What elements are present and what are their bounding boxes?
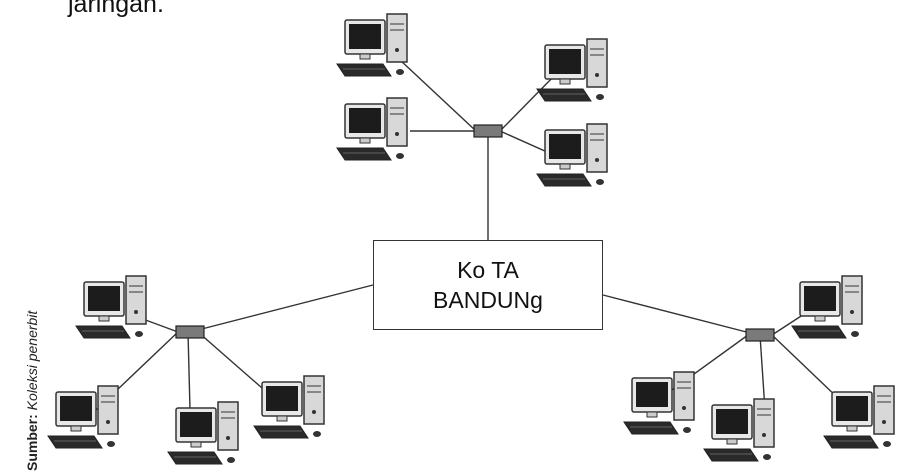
link-right-pc3 <box>759 334 766 411</box>
desktop-computer-icon <box>47 385 119 449</box>
desktop-computer-icon <box>167 401 239 465</box>
desktop-computer-icon <box>336 13 408 77</box>
desktop-computer-icon <box>791 275 863 339</box>
city-node-line2: BANDUNg <box>433 287 543 313</box>
connection-lines <box>95 59 841 411</box>
link-top-pc2 <box>499 69 561 132</box>
desktop-computer-icon <box>536 38 608 102</box>
desktop-computer-icon <box>623 371 695 435</box>
link-right-pc4 <box>771 334 841 401</box>
link-left-pc3 <box>187 331 191 411</box>
network-hub-icon <box>473 124 503 138</box>
link-top-pc1 <box>399 59 477 132</box>
desktop-computer-icon <box>536 123 608 187</box>
top-caption: jaringan. <box>68 0 164 18</box>
source-credit: Sumber: Koleksi penerbit <box>24 311 40 471</box>
link-center-right-hub <box>602 294 759 336</box>
desktop-computer-icon <box>336 97 408 161</box>
desktop-computer-icon <box>253 375 325 439</box>
desktop-computer-icon <box>703 398 775 462</box>
link-left-pc4 <box>197 331 271 396</box>
network-hub-icon <box>175 325 205 339</box>
source-label: Sumber: <box>24 414 40 471</box>
desktop-computer-icon <box>823 385 895 449</box>
city-node-line1: Ko TA <box>457 257 519 283</box>
source-value: Koleksi penerbit <box>24 310 40 411</box>
city-node-box: Ko TA BANDUNg <box>373 240 603 330</box>
hubs <box>175 124 775 342</box>
desktop-computer-icon <box>75 275 147 339</box>
network-hub-icon <box>745 328 775 342</box>
computers <box>47 13 895 465</box>
link-center-left-hub <box>189 284 374 333</box>
